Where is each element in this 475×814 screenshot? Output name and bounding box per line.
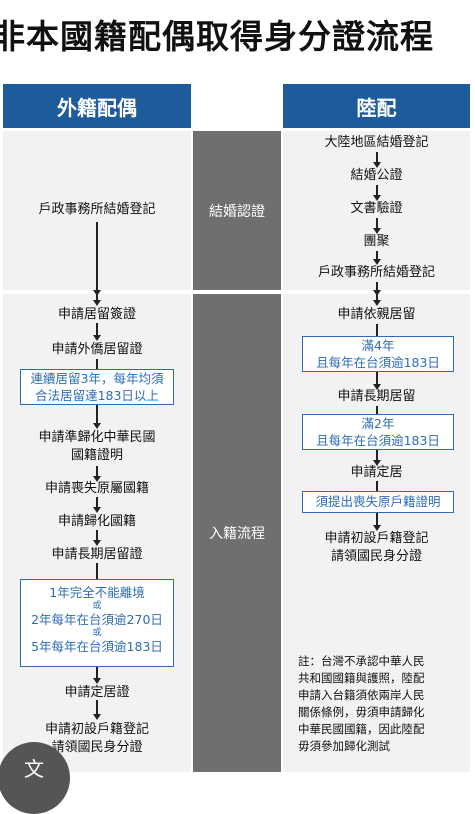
right-condition-box-4-years: 滿4年 且每年在台須逾183日 (302, 336, 454, 372)
right-step-settlement: 申請定居 (350, 465, 403, 480)
left-step-naturalization: 申請歸化國籍 (57, 514, 136, 529)
left-step3-line1: 申請準歸化中華民國 (38, 430, 156, 445)
left-arrow-head (93, 540, 101, 546)
right-step4-line2: 請領國民身分證 (330, 549, 422, 564)
right-step-family-reunion-residence: 申請依親居留 (337, 307, 416, 322)
header-mainland-spouse: 陸配 (283, 84, 470, 128)
right-arrow-line (376, 372, 378, 386)
stage-marriage-certification: 結婚認證 (193, 131, 281, 290)
right-step-household-marriage-registration: 戶政事務所結婚登記 (317, 265, 435, 280)
left-arrow-head (93, 335, 101, 341)
left-step3-line2: 國籍證明 (70, 448, 123, 463)
right-arrow-line (376, 406, 378, 414)
note-line: 註：台灣不承認中華人民 (298, 654, 425, 668)
left-step-quasi-naturalization: 申請準歸化中華民國 國籍證明 (3, 429, 191, 465)
left-step-household-marriage-registration: 戶政事務所結婚登記 (38, 202, 156, 217)
page-title: 非本國籍配偶取得身分證流程 (0, 17, 434, 56)
left-box2-or1: 或 (92, 601, 102, 611)
stage-naturalization-label: 入籍流程 (209, 526, 265, 542)
left-step-settlement-certificate: 申請定居證 (64, 685, 130, 700)
note-line: 申請入台籍須依兩岸人民 (298, 688, 425, 702)
left-step-household-registration: 申請初設戶籍登記 請領國民身分證 (3, 721, 191, 757)
left-arrow-head (93, 714, 101, 720)
right-step-household-registration: 申請初設戶籍登記 請領國民身分證 (283, 530, 470, 566)
left-arrow-line (96, 222, 98, 292)
left-box1-line2: 合法居留達183日以上 (35, 388, 159, 403)
left-arrow-head (93, 678, 101, 684)
right-step-long-term-residence: 申請長期居留 (337, 389, 416, 404)
right-arrow-head (373, 228, 381, 234)
left-box2-or2: 或 (92, 628, 102, 638)
right-step-marriage-notarization: 結婚公證 (350, 168, 403, 183)
left-box2-line2: 2年每年在台須逾270日 (31, 612, 163, 627)
right-step4-line1: 申請初設戶籍登記 (324, 531, 429, 546)
right-arrow-head (373, 195, 381, 201)
note-line: 共和國國籍與護照，陸配 (298, 671, 425, 685)
right-arrow-head (373, 162, 381, 168)
right-arrow-line (376, 251, 378, 261)
right-arrow-line (376, 513, 378, 527)
left-arrow-head (93, 290, 101, 296)
right-condition-box-lose-household: 須提出喪失原戶籍證明 (302, 491, 454, 513)
right-arrow-head (373, 525, 381, 531)
note-line: 毋須參加歸化測試 (298, 739, 390, 753)
floating-badge[interactable]: 文 (0, 742, 70, 814)
left-box2-line3: 5年每年在台須逾183日 (31, 639, 163, 654)
left-arrow-line (96, 563, 98, 579)
left-arrow-line (96, 323, 98, 337)
left-step8-line2: 請領國民身分證 (51, 740, 143, 755)
right-arrow-line (376, 218, 378, 230)
stage-marriage-label: 結婚認證 (209, 203, 265, 220)
left-arrow-line (96, 530, 98, 542)
left-step-permanent-residence: 申請長期居留證 (51, 547, 143, 562)
left-arrow-line (96, 497, 98, 509)
left-arrow-head (93, 423, 101, 429)
right-arrow-line (376, 294, 378, 302)
left-condition-box-stay: 1年完全不能離境 或 2年每年在台須逾270日 或 5年每年在台須逾183日 (20, 579, 174, 667)
right-arrow-line (376, 450, 378, 462)
right-arrow-line (376, 185, 378, 197)
left-arrow-head (93, 300, 101, 306)
right-arrow-head (373, 460, 381, 466)
right-arrow-head (373, 290, 381, 296)
left-arrow-line (96, 666, 98, 680)
header-foreign-spouse: 外籍配偶 (3, 84, 191, 128)
right-arrow-line (376, 481, 378, 491)
left-arrow-head (93, 476, 101, 482)
right-arrow-line (376, 324, 378, 336)
left-box2-line1: 1年完全不能離境 (49, 585, 145, 600)
left-step-residence-visa: 申請居留簽證 (57, 307, 136, 322)
left-arrow-line (96, 466, 98, 478)
right-arrow-head (373, 384, 381, 390)
right-condition-box-2-years: 滿2年 且每年在台須逾183日 (302, 414, 454, 450)
right-arrow-line (376, 152, 378, 164)
right-box2-line2: 且每年在台須逾183日 (316, 433, 440, 448)
right-box2-line1: 滿2年 (361, 416, 395, 431)
left-step-alien-resident-certificate: 申請外僑居留證 (51, 342, 143, 357)
left-step8-line1: 申請初設戶籍登記 (44, 722, 149, 737)
note-line: 中華民國國籍，因此陸配 (298, 722, 425, 736)
right-arrow-head (373, 300, 381, 306)
left-box1-line1: 連續居留3年，每年均須 (30, 371, 164, 386)
left-arrow-head (93, 507, 101, 513)
right-step-mainland-marriage-registration: 大陸地區結婚登記 (324, 135, 429, 150)
right-box1-line1: 滿4年 (361, 338, 395, 353)
left-step-renounce-original-nationality: 申請喪失原屬國籍 (44, 481, 149, 496)
right-arrow-line (376, 282, 378, 292)
stage-naturalization: 入籍流程 (193, 294, 281, 772)
left-arrow-line (96, 294, 98, 302)
left-arrow-line (96, 405, 98, 425)
right-step-document-verification: 文書驗證 (350, 201, 403, 216)
right-arrow-head (373, 259, 381, 265)
left-condition-box-residence: 連續居留3年，每年均須 合法居留達183日以上 (20, 369, 174, 405)
left-arrow-line (96, 700, 98, 716)
right-box1-line2: 且每年在台須逾183日 (316, 355, 440, 370)
right-step-reunion: 團聚 (363, 234, 390, 249)
left-arrow-line (96, 359, 98, 369)
note-line: 關係條例，毋須申請歸化 (298, 705, 425, 719)
right-footnote: 註：台灣不承認中華人民 共和國國籍與護照，陸配 申請入台籍須依兩岸人民 關係條例… (298, 653, 466, 755)
